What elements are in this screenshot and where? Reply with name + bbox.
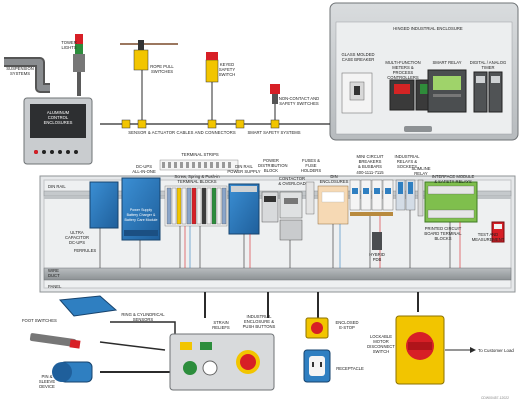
din-enclosure <box>317 185 349 225</box>
label-hinged-enclosure: HINGED INDUSTRIAL ENCLOSURE <box>393 26 463 31</box>
label-multi-function: MULTI-FUNCTION METERS & PROCESS CONTROLL… <box>385 60 421 80</box>
label-interface-module: INTERFACE MODULE & SAFETY RELAYS <box>431 174 475 184</box>
tower-light-red <box>75 34 83 44</box>
label-aluminum-control: ALUMINUM CONTROL ENCLOSURES <box>43 110 73 125</box>
label-panel: PANEL <box>48 284 62 289</box>
label-power-distribution: POWER DISTRIBUTION BLOCK <box>258 158 288 173</box>
label-rope-pull: ROPE PULL SWITCHES <box>150 64 174 74</box>
busbar <box>350 212 393 216</box>
label-dc-ups-face: Power Supply Battery Charger & Battery C… <box>124 208 158 222</box>
label-industrial-push: INDUSTRIAL ENCLOSURE & PUSH BUTTONS <box>242 314 276 329</box>
label-smart-safety: SMART SAFETY SYSTEMS <box>247 130 301 135</box>
hybrid-pdb <box>372 232 382 250</box>
rope-pull-switch <box>133 49 149 71</box>
label-keyed-safety: KEYED SAFETY SWITCH <box>218 62 236 77</box>
label-din-enclosures: DIN ENCLOSURES <box>319 174 349 184</box>
label-estop: ENCLOSED E-STOP <box>335 320 359 330</box>
label-timer: DIGITAL / ANALOG TIMER <box>469 60 507 70</box>
label-dc-ups: DC-UPS ALL-IN-ONE <box>132 164 156 174</box>
label-tower-lights: TOWER LIGHTS <box>61 40 77 50</box>
label-non-contact: NON-CONTACT AND SAFETY SWITCHES <box>278 96 320 106</box>
label-strain-reliefs: STRAIN RELIEFS <box>212 320 230 330</box>
label-ring-sensors: RING & CYLINDRICAL SENSORS <box>121 312 165 322</box>
non-contact-switch <box>270 84 280 94</box>
label-din-rail-ps: DIN RAIL POWER SUPPLY <box>227 164 261 174</box>
label-suspension-systems: SUSPENSION SYSTEMS <box>6 66 34 76</box>
label-glass-molded: GLASS MOLDED CASE BREAKER <box>341 52 375 62</box>
slimline-relay <box>417 179 424 217</box>
ultracap-module <box>89 181 119 229</box>
din-power-supply <box>228 183 260 235</box>
label-to-customer: To Customer Load <box>478 348 514 353</box>
label-lockable-disconnect: LOCKABLE MOTOR DISCONNECT SWITCH <box>367 334 395 354</box>
push-button-enclosure <box>169 333 275 391</box>
label-footer-code: CDW00457-12022 <box>480 396 510 400</box>
wire-duct-bottom <box>43 267 512 281</box>
tower-light-green <box>75 44 83 54</box>
label-fuses: FUSES & FUSE HOLDERS <box>300 158 322 173</box>
label-screw-spring: Screw, Spring & Push-in TERMINAL BLOCKS <box>174 174 220 184</box>
label-test-measurement: TEST AND MEASUREMENT <box>471 232 505 242</box>
label-mini-circuit: MINI CIRCUIT BREAKERS & BUSBARS <box>356 154 384 169</box>
label-receptacle: RECEPTACLE <box>336 366 364 371</box>
label-sensor-actuator: SENSOR & ACTUATOR CABLES AND CONNECTORS <box>128 130 236 135</box>
label-pin-sleeve: PIN & SLEEVE DEVICE <box>38 374 56 389</box>
label-industrial-relays: INDUSTRIAL RELAYS & SOCKETS <box>394 154 420 169</box>
label-ultracap: ULTRA CAPACITOR DC-UPS <box>64 230 90 245</box>
label-foot-switches: FOOT SWITCHES <box>22 318 57 323</box>
dc-ups-module <box>121 177 161 241</box>
cyl-sensor <box>29 333 77 347</box>
label-wire-duct: WIRE DUCT <box>48 268 60 278</box>
label-slimline: SLIMLINE RELAY <box>411 166 431 176</box>
label-din-rail: DIN RAIL <box>48 184 66 189</box>
contactor <box>279 191 303 219</box>
label-ferrules: FERRULES <box>73 248 97 253</box>
label-smart-relay: SMART RELAY <box>432 60 462 65</box>
label-contactor: CONTACTOR & OVERLOAD <box>278 176 306 186</box>
foot-switch <box>58 295 118 317</box>
label-printed-circuit: PRINTED CIRCUIT BOARD TERMINAL BLOCKS <box>424 226 462 241</box>
label-hybrid-pdb: HYBRID PDB <box>369 252 385 262</box>
label-part-number: 400-1111-7115 <box>356 170 384 175</box>
label-terminal-strips: TERMINAL STRIPS <box>181 152 219 157</box>
